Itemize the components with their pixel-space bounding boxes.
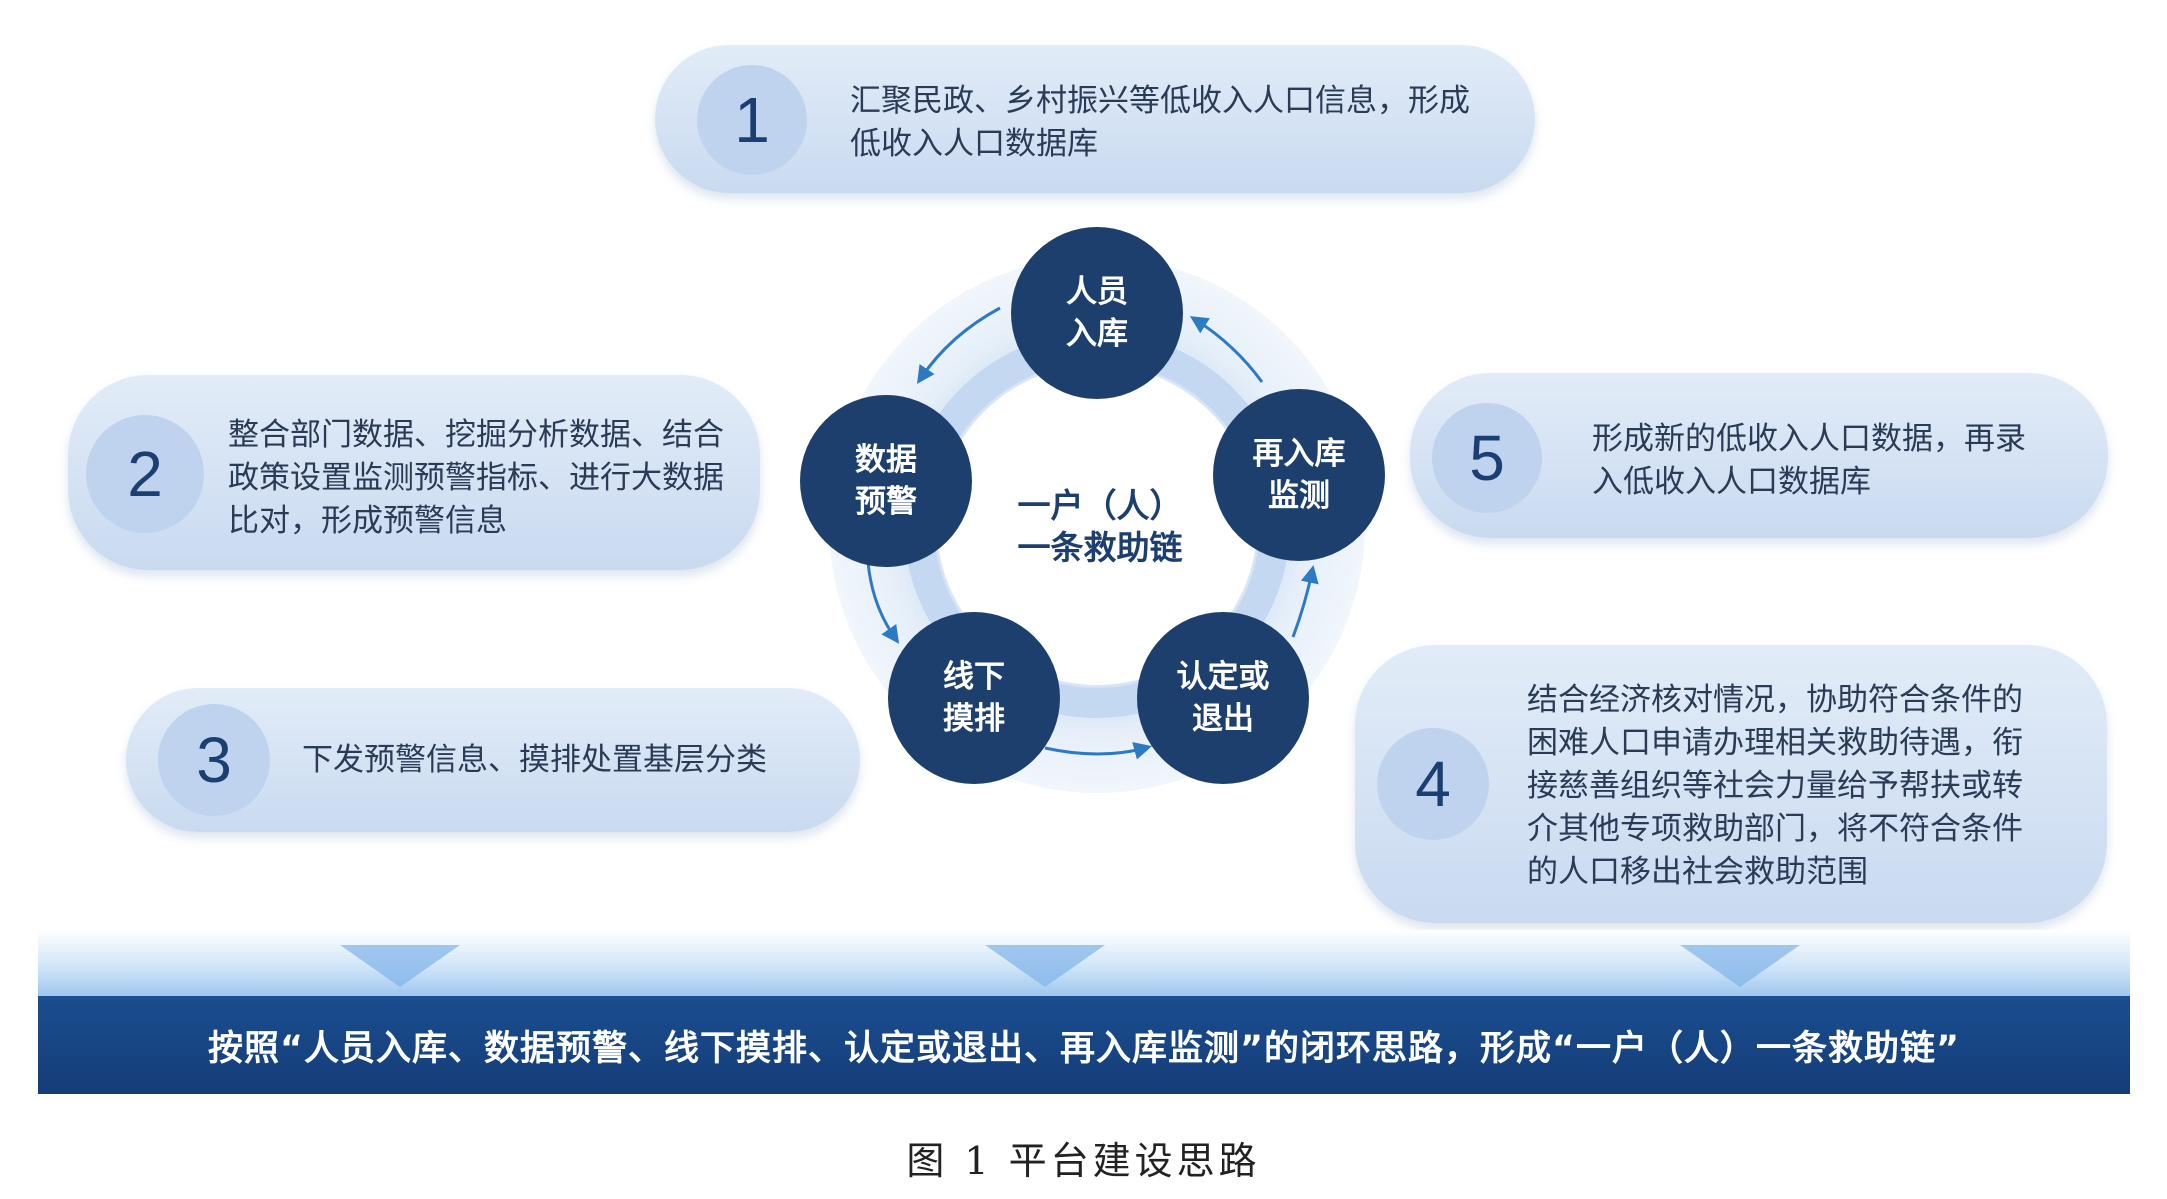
step-3-panel: 3 下发预警信息、摸排处置基层分类 bbox=[126, 688, 860, 832]
step-1-text: 汇聚民政、乡村振兴等低收入人口信息，形成 低收入人口数据库 bbox=[850, 83, 1470, 162]
step-2-panel: 2 整合部门数据、挖掘分析数据、结合 政策设置监测预警指标、进行大数据 比对，形… bbox=[68, 375, 760, 570]
step-3-number: 3 bbox=[158, 704, 270, 816]
figure-caption: 图 1 平台建设思路 bbox=[906, 1139, 1261, 1183]
step-5-number: 5 bbox=[1432, 403, 1542, 513]
summary-banner: 按照“人员入库、数据预警、线下摸排、认定或退出、再入库监测”的闭环思路，形成“一… bbox=[38, 996, 2130, 1094]
step-4-panel: 4 结合经济核对情况，协助符合条件的 困难人口申请办理相关救助待遇，衔 接慈善组… bbox=[1355, 645, 2107, 923]
step-3-text: 下发预警信息、摸排处置基层分类 bbox=[302, 742, 767, 778]
node-offline-check: 线下 摸排 bbox=[888, 612, 1060, 784]
step-5-text: 形成新的低收入人口数据，再录 入低收入人口数据库 bbox=[1592, 421, 2026, 500]
step-5-panel: 5 形成新的低收入人口数据，再录 入低收入人口数据库 bbox=[1410, 373, 2108, 538]
step-2-number: 2 bbox=[86, 415, 204, 533]
step-1-panel: 1 汇聚民政、乡村振兴等低收入人口信息，形成 低收入人口数据库 bbox=[655, 45, 1535, 193]
step-4-number: 4 bbox=[1377, 728, 1489, 840]
step-1-number: 1 bbox=[697, 65, 807, 175]
chevron-down-icon bbox=[1680, 945, 1800, 987]
cycle-center-label: 一户（人） 一条救助链 bbox=[1017, 486, 1183, 567]
step-2-text: 整合部门数据、挖掘分析数据、结合 政策设置监测预警指标、进行大数据 比对，形成预… bbox=[228, 417, 724, 539]
node-personnel-entry: 人员 入库 bbox=[1011, 227, 1183, 399]
chevron-down-icon bbox=[340, 945, 460, 987]
step-4-text: 结合经济核对情况，协助符合条件的 困难人口申请办理相关救助待遇，衔 接慈善组织等… bbox=[1527, 682, 2023, 890]
node-confirm-or-exit: 认定或 退出 bbox=[1137, 612, 1309, 784]
node-data-warning: 数据 预警 bbox=[800, 395, 972, 567]
chevron-down-icon bbox=[985, 945, 1105, 987]
node-reentry-monitoring: 再入库 监测 bbox=[1213, 389, 1385, 561]
